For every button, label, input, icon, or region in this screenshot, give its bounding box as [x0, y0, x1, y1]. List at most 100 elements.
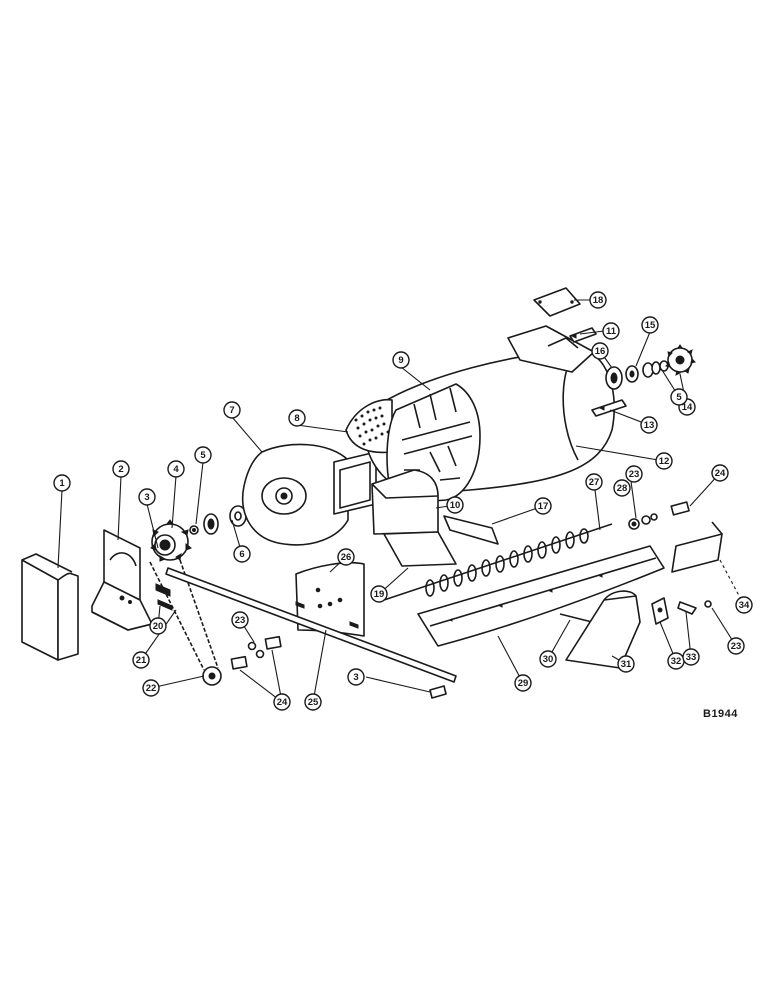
callout-circle — [273, 693, 291, 711]
callout-number: 11 — [606, 326, 617, 337]
part-23-washers-lower — [247, 641, 265, 659]
callout-28: 28 — [613, 479, 631, 497]
callout-circle — [223, 401, 241, 419]
callout-circle — [625, 465, 643, 483]
callout-number: 23 — [731, 641, 742, 652]
callout-23: 23 — [727, 637, 745, 655]
part-29-trough — [417, 545, 665, 647]
callout-circle — [682, 648, 700, 666]
part-27-auger — [383, 523, 613, 601]
callout-24: 24 — [273, 693, 291, 711]
callout-circle — [534, 497, 552, 515]
callout-circle — [347, 668, 365, 686]
callout-circle — [591, 342, 609, 360]
callout-circle — [670, 388, 688, 406]
callout-circle — [711, 464, 729, 482]
callout-32: 32 — [667, 652, 685, 670]
part-25-rail — [165, 567, 457, 683]
callout-number: 12 — [659, 456, 670, 467]
part-31-spout — [565, 590, 641, 669]
callout-number: 20 — [153, 621, 164, 632]
callout-circle — [142, 679, 160, 697]
callout-31: 31 — [617, 655, 635, 673]
callout-11: 11 — [602, 322, 620, 340]
callout-number: 23 — [629, 469, 640, 480]
callout-27: 27 — [585, 473, 603, 491]
callout-number: 7 — [229, 405, 234, 416]
callout-number: 14 — [682, 402, 693, 413]
callout-circle — [392, 351, 410, 369]
part-33-bolt — [677, 600, 712, 615]
callout-number: 27 — [589, 477, 600, 488]
callout-circle — [167, 460, 185, 478]
callout-number: 25 — [308, 697, 319, 708]
callout-34: 34 — [735, 596, 753, 614]
callout-circle — [138, 488, 156, 506]
callout-29: 29 — [514, 674, 532, 692]
callout-9: 9 — [392, 351, 410, 369]
part-4-sprocket — [150, 519, 192, 562]
callout-number: 24 — [715, 468, 726, 479]
part-24-clips-lower — [230, 635, 282, 670]
callout-group: 1234567891011121314151651718192021222323… — [53, 291, 753, 711]
callout-number: 4 — [173, 464, 179, 475]
callout-18: 18 — [589, 291, 607, 309]
callout-number: 3 — [144, 492, 149, 503]
reference-code: B1944 — [703, 708, 738, 720]
callout-24: 24 — [711, 464, 729, 482]
part-20-key — [155, 583, 173, 611]
callout-circle — [617, 655, 635, 673]
callout-number: 21 — [136, 655, 147, 666]
callout-23: 23 — [625, 465, 643, 483]
callout-circle — [585, 473, 603, 491]
callout-circle — [233, 545, 251, 563]
callout-5: 5 — [194, 446, 212, 464]
callout-number: 34 — [739, 600, 750, 611]
callout-19: 19 — [370, 585, 388, 603]
callout-2: 2 — [112, 460, 130, 478]
callout-22: 22 — [142, 679, 160, 697]
callout-number: 26 — [341, 552, 352, 563]
part-32-knob — [651, 597, 669, 625]
callout-number: 31 — [621, 659, 632, 670]
callout-number: 28 — [617, 483, 628, 494]
callout-number: 18 — [593, 295, 604, 306]
callout-circle — [304, 693, 322, 711]
callout-26: 26 — [337, 548, 355, 566]
callout-3: 3 — [138, 488, 156, 506]
callout-number: 10 — [450, 500, 461, 511]
part-13-bracket — [591, 399, 627, 417]
callout-circle — [539, 650, 557, 668]
callout-4: 4 — [167, 460, 185, 478]
callout-number: 8 — [294, 413, 299, 424]
callout-number: 33 — [686, 652, 697, 663]
callout-number: 13 — [644, 420, 655, 431]
callout-number: 17 — [538, 501, 549, 512]
part-14-sprocket — [665, 344, 696, 376]
part-8-screen — [345, 399, 393, 454]
callout-circle — [231, 611, 249, 629]
part-1-shield — [21, 553, 79, 661]
callout-13: 13 — [640, 416, 658, 434]
part-34-end-cover — [671, 521, 723, 573]
callout-number: 24 — [277, 697, 288, 708]
callout-circle — [514, 674, 532, 692]
callout-number: 6 — [239, 549, 244, 560]
callout-number: 3 — [353, 672, 358, 683]
callout-17: 17 — [534, 497, 552, 515]
callout-33: 33 — [682, 648, 700, 666]
callout-circle — [613, 479, 631, 497]
part-28-nut — [628, 513, 658, 530]
callout-8: 8 — [288, 409, 306, 427]
part-15-collar — [625, 365, 639, 383]
callout-circle — [288, 409, 306, 427]
part-18-access-plate — [533, 287, 581, 317]
part-16-bearing — [605, 366, 623, 390]
callout-5: 5 — [670, 388, 688, 406]
part-2-bracket — [91, 529, 153, 631]
callout-number: 32 — [671, 656, 682, 667]
callout-circle — [641, 316, 659, 334]
part-5-washer-left — [189, 525, 199, 535]
callout-circle — [446, 496, 464, 514]
callout-circle — [194, 446, 212, 464]
